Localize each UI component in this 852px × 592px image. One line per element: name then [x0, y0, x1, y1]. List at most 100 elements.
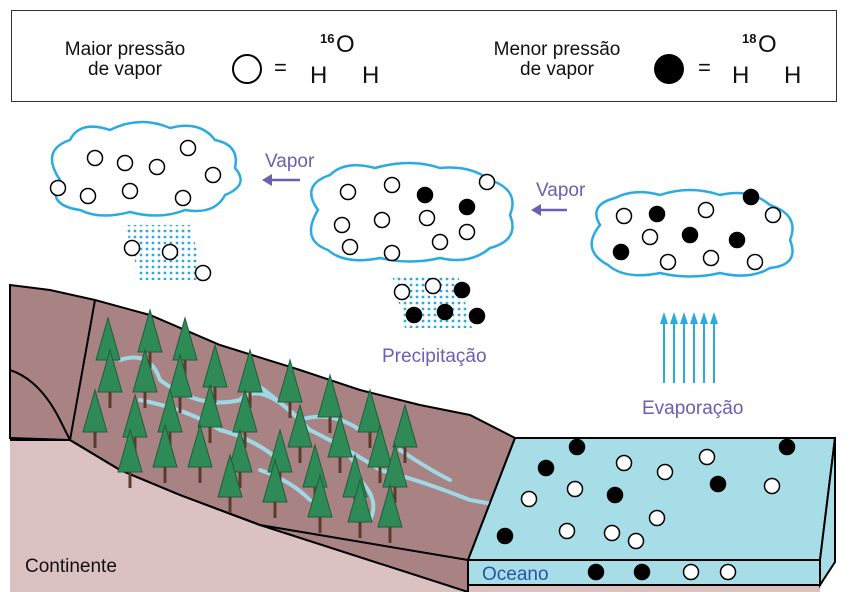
isotope-16-label: 16: [320, 31, 335, 46]
ocean-label: Oceano: [482, 564, 549, 585]
heavy-water-molecule: [742, 188, 760, 206]
hill-face-edge: [69, 299, 96, 441]
light-water-molecule: [383, 244, 401, 262]
light-water-molecule: [339, 183, 357, 201]
conifer-tree-icon: [202, 343, 228, 403]
light-water-molecule: [86, 149, 104, 167]
conifer-tree-icon: [232, 388, 258, 448]
ocean-side-face: [819, 437, 836, 589]
legend-equals-heavy: =: [698, 55, 711, 80]
conifer-tree-icon: [82, 388, 108, 448]
legend-box: Maior pressão de vapor = 16 O H H Menor …: [11, 10, 837, 102]
light-water-molecule: [648, 509, 666, 527]
light-water-molecule: [179, 139, 197, 157]
light-water-molecule: [123, 239, 141, 257]
light-water-molecule: [698, 448, 716, 466]
conifer-tree-icon: [367, 423, 393, 483]
molecule-oxygen-heavy: O: [758, 31, 777, 58]
conifer-tree-icon: [197, 383, 223, 443]
heavy-water-molecule: [568, 438, 586, 456]
light-water-molecule: [161, 243, 179, 261]
light-water-molecule: [746, 253, 764, 271]
legend-light-label-line2: de vapor: [88, 59, 162, 80]
heavy-water-molecule: [496, 527, 514, 545]
light-water-molecule: [148, 158, 166, 176]
conifer-tree-icon: [157, 388, 183, 448]
light-water-molecule: [418, 209, 436, 227]
heavy-water-molecule: [612, 243, 630, 261]
heavy-water-molecule: [648, 205, 666, 223]
up-arrow-icon: [690, 312, 698, 324]
conifer-tree-icon: [122, 393, 148, 453]
evaporation-label: Evaporação: [642, 398, 743, 419]
heavy-water-molecule: [537, 459, 555, 477]
conifer-tree-icon: [237, 348, 263, 408]
conifer-tree-icon: [227, 428, 253, 488]
conifer-tree-icon: [377, 483, 403, 543]
molecule-hydrogen-light-right: H: [362, 62, 380, 89]
molecule-hydrogen-heavy-right: H: [784, 62, 802, 89]
hill-foreground-rock: [9, 368, 72, 442]
light-water-molecule: [383, 176, 401, 194]
conifer-tree-icon: [307, 473, 333, 533]
heavy-water-molecule: [709, 475, 727, 493]
left-arrow-icon: [262, 174, 272, 186]
conifer-tree-icon: [132, 348, 158, 408]
conifer-tree-icon: [382, 443, 408, 503]
up-arrow-icon: [680, 312, 688, 324]
heavy-water-molecule: [778, 438, 796, 456]
molecules: [49, 139, 796, 581]
light-water-molecule: [566, 480, 584, 498]
heavy-water-molecule: [453, 281, 471, 299]
legend-heavy-label-line1: Menor pressão: [493, 39, 621, 60]
heavy-water-molecule: [458, 198, 476, 216]
conifer-tree-icon: [327, 413, 353, 473]
conifer-tree-icon: [217, 453, 243, 513]
heavy-water-molecule: [436, 303, 454, 321]
light-water-molecule: [393, 283, 411, 301]
up-arrow-icon: [660, 312, 668, 324]
forest: [82, 308, 418, 543]
continent-label: Continente: [25, 556, 117, 577]
light-water-molecule: [697, 201, 715, 219]
light-water-molecule: [478, 173, 496, 191]
conifer-tree-icon: [317, 373, 343, 433]
light-water-molecule: [682, 563, 700, 581]
light-water-molecule: [764, 206, 782, 224]
legend-light-label-line1: Maior pressão: [64, 39, 186, 60]
ground-edge-line: [10, 439, 469, 561]
conifer-tree-icon: [187, 423, 213, 483]
light-water-molecule: [79, 187, 97, 205]
light-water-molecule: [641, 228, 659, 246]
molecule-hydrogen-light-left: H: [310, 62, 328, 89]
conifer-tree-icon: [392, 403, 418, 463]
light-water-molecule: [702, 249, 720, 267]
conifer-tree-icon: [117, 428, 143, 488]
filled-circle-icon: [654, 54, 684, 84]
light-water-molecule: [174, 189, 192, 207]
ocean: [466, 437, 837, 589]
conifer-tree-icon: [97, 348, 123, 408]
heavy-water-molecule: [728, 231, 746, 249]
light-water-molecule: [719, 563, 737, 581]
light-water-molecule: [520, 490, 538, 508]
light-water-molecule: [424, 277, 442, 295]
legend-light-label: Maior pressão de vapor: [40, 40, 210, 80]
light-water-molecule: [49, 179, 67, 197]
light-water-molecule: [333, 216, 351, 234]
conifer-tree-icon: [262, 458, 288, 518]
light-water-molecule: [204, 166, 222, 184]
up-arrow-icon: [670, 312, 678, 324]
heavy-water-molecule: [606, 486, 624, 504]
light-water-molecule: [121, 182, 139, 200]
heavy-water-molecule: [587, 563, 605, 581]
light-water-molecule: [627, 532, 645, 550]
conifer-tree-icon: [172, 316, 198, 376]
conifer-tree-icon: [167, 353, 193, 413]
heavy-water-molecule: [681, 226, 699, 244]
open-circle-icon: [232, 54, 262, 84]
light-water-molecule: [116, 154, 134, 172]
light-water-molecule: [603, 524, 621, 542]
vapor-right-label: Vapor: [536, 180, 586, 201]
legend-equals-light: =: [274, 55, 287, 80]
